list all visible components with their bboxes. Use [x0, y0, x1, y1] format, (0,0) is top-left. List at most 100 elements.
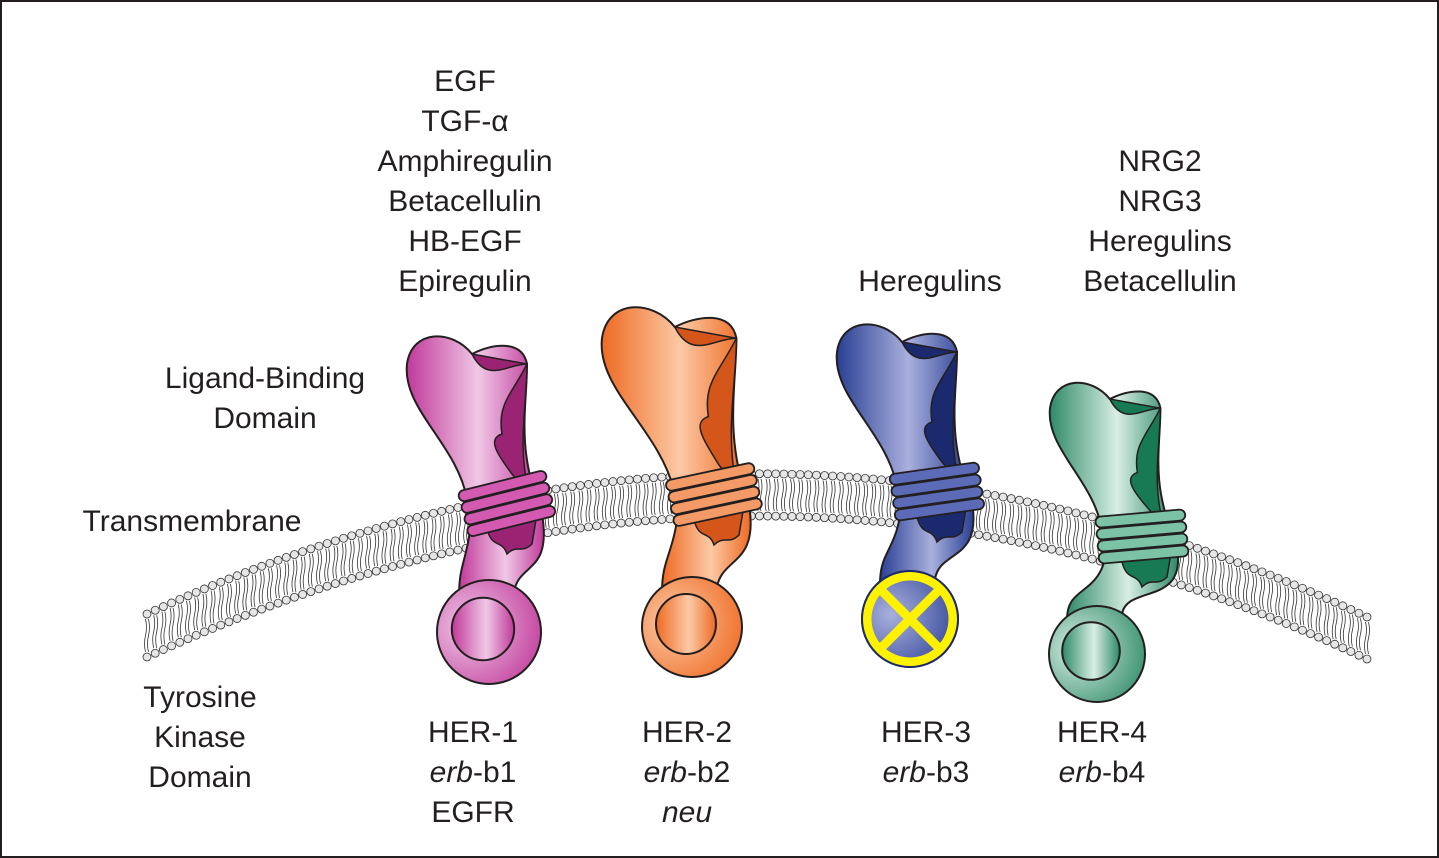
lipid-tail: [316, 551, 319, 584]
lipid-tail: [209, 590, 213, 624]
lipid-head: [787, 512, 797, 521]
lipid-head: [787, 469, 797, 479]
receptor-name: HER-3: [880, 716, 972, 749]
lipid-tail: [775, 478, 779, 512]
lipid-tail: [1283, 586, 1287, 619]
lipid-head: [1241, 603, 1251, 613]
lipid-tail: [1347, 614, 1351, 647]
lipid-head: [1184, 583, 1194, 593]
lipid-tail: [171, 607, 175, 642]
lipid-head: [575, 523, 585, 533]
ligand: Heregulins: [1088, 225, 1232, 258]
lipid-head: [167, 641, 176, 651]
lipid-head: [592, 479, 602, 488]
lipid-tail: [294, 559, 298, 593]
lipid-head: [763, 469, 773, 479]
lipid-tail: [1073, 517, 1076, 551]
lipid-tail: [250, 574, 254, 608]
label-line: Tyrosine: [143, 681, 257, 714]
lipid-tail: [446, 514, 450, 548]
kinase-inner-circle: [450, 596, 516, 662]
lipid-tail: [629, 484, 633, 518]
lipid-tail: [340, 543, 344, 577]
lipid-head: [1079, 552, 1089, 562]
lipid-head: [437, 506, 447, 516]
lipid-head: [199, 584, 209, 594]
lipid-head: [836, 514, 846, 524]
lipid-tail: [438, 516, 442, 549]
lipid-tail: [1270, 579, 1274, 613]
lipid-head: [1217, 594, 1227, 604]
lipid-tail: [1068, 515, 1071, 549]
gene-prefix: erb: [1058, 756, 1102, 789]
inactive-ring: [862, 571, 958, 667]
gene-prefix: erb: [643, 756, 687, 789]
lipid-tail: [144, 618, 147, 653]
lipid-head: [1201, 588, 1210, 598]
lipid-head: [990, 491, 1000, 500]
lipid-head: [998, 492, 1008, 502]
transmembrane-helix: [463, 493, 554, 526]
lipid-head: [150, 648, 160, 658]
lipid-head: [306, 587, 316, 597]
transmembrane-helix: [466, 505, 556, 537]
lipid-tail: [392, 528, 396, 562]
lipid-tail: [397, 526, 401, 560]
lipid-head: [812, 512, 821, 522]
lipid-tail: [1310, 596, 1314, 629]
lipid-head: [1047, 502, 1057, 512]
lipid-tail: [384, 531, 388, 564]
lipid-tail: [179, 604, 183, 638]
lipid-head: [363, 526, 373, 536]
lipid-tail: [220, 587, 224, 621]
lipid-head: [191, 630, 201, 640]
label-line: Ligand-Binding: [164, 362, 366, 395]
lipid-head: [567, 482, 577, 492]
lipid-head: [1006, 536, 1016, 546]
lipid-head: [1039, 542, 1049, 552]
lipid-tail: [278, 565, 281, 599]
lipid-tail: [613, 486, 616, 520]
lipid-head: [1281, 619, 1291, 628]
lipid-tail: [327, 548, 331, 582]
lipid-tail: [1081, 519, 1085, 553]
lipid-head: [1273, 573, 1283, 583]
lipid-head: [1063, 548, 1073, 558]
lipid-head: [812, 470, 821, 480]
lipid-head: [1273, 615, 1283, 625]
lipid-tail: [569, 491, 573, 525]
lipid-head: [240, 568, 250, 577]
lipid-tail: [1051, 512, 1055, 545]
lipid-head: [1063, 506, 1073, 516]
lipid-tail: [821, 480, 825, 513]
her4-label: HER-4 erb-b4: [1057, 713, 1147, 793]
lipid-head: [355, 528, 365, 538]
gene-prefix: erb: [882, 756, 926, 789]
lipid-head: [820, 471, 829, 480]
lipid-head: [1354, 650, 1364, 660]
lipid-tail: [1065, 515, 1068, 549]
lipid-tail: [152, 615, 156, 649]
her1-label: HER-1 erb-b1 EGFR: [428, 713, 518, 833]
lipid-tail: [1016, 505, 1020, 538]
lipid-head: [600, 478, 610, 487]
lipid-tail: [360, 538, 363, 572]
lipid-tail: [414, 522, 418, 556]
head-fold: [470, 352, 530, 495]
lipid-head: [322, 539, 332, 548]
lipid-head: [1176, 580, 1186, 590]
lipid-head: [1071, 508, 1081, 518]
lipid-head: [1306, 587, 1315, 597]
lipid-tail: [196, 597, 200, 631]
transmembrane-helix: [1096, 532, 1189, 553]
lipid-head: [412, 555, 422, 565]
receptor-her-3: [835, 323, 985, 668]
lipid-head: [371, 566, 381, 576]
lipid-tail: [1356, 618, 1359, 651]
lipid-head: [803, 470, 813, 480]
lipid-head: [208, 624, 217, 633]
lipid-head: [306, 544, 316, 554]
lipid-head: [1023, 539, 1032, 549]
ligand: NRG3: [1118, 185, 1202, 218]
lipid-head: [1257, 567, 1267, 577]
